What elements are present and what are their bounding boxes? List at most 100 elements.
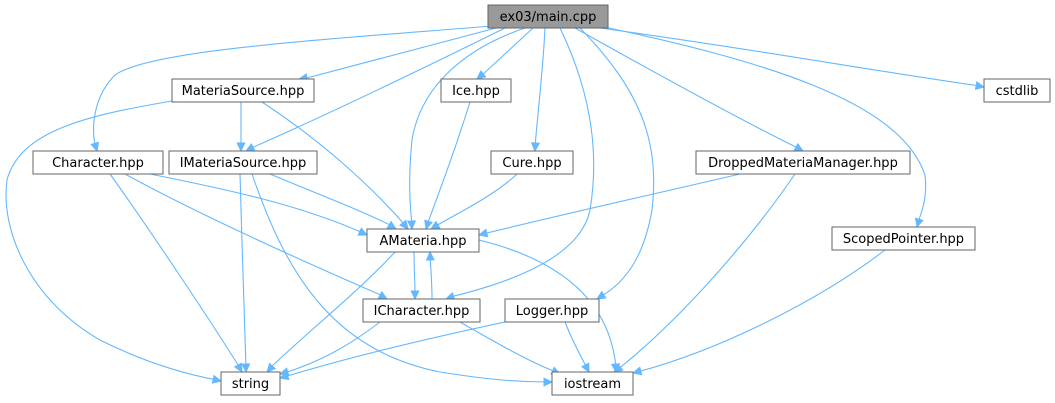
edge-character-to-amateria: [149, 173, 369, 236]
edge-main-to-cstdlib: [599, 27, 986, 90]
node-scoped[interactable]: ScopedPointer.hpp: [831, 226, 976, 251]
edge-line: [599, 27, 981, 87]
arrow-head: [278, 371, 290, 381]
node-amateria[interactable]: AMateria.hpp: [366, 228, 480, 253]
node-label: cstdlib: [996, 84, 1039, 99]
arrow-head: [543, 377, 554, 387]
edge-dropped-to-iostream: [613, 173, 796, 373]
arrow-head: [476, 70, 487, 80]
node-cure[interactable]: Cure.hpp: [490, 150, 574, 175]
arrow-head: [244, 143, 256, 152]
node-label: Logger.hpp: [516, 304, 589, 319]
edge-imateriasource-to-iostream: [251, 173, 554, 387]
node-label: AMateria.hpp: [380, 234, 467, 249]
edge-line: [93, 25, 493, 150]
node-logger[interactable]: Logger.hpp: [504, 298, 600, 323]
edge-logger-to-string: [278, 320, 511, 381]
edge-line: [426, 101, 471, 226]
edge-main-to-logger: [579, 27, 655, 300]
edge-icharacter-to-iostream: [459, 321, 562, 375]
node-box: [490, 150, 574, 175]
edge-materiasource-to-imateriasource: [236, 102, 246, 153]
edge-icharacter-to-amateria: [425, 250, 435, 300]
arrow-head: [357, 227, 369, 236]
edge-line: [433, 173, 518, 228]
node-ice[interactable]: Ice.hpp: [440, 78, 512, 103]
edge-line: [283, 320, 511, 378]
edge-amateria-to-icharacter: [410, 251, 420, 301]
arrow-head: [386, 220, 397, 230]
arrow-head: [266, 362, 277, 373]
edge-character-to-string: [109, 173, 243, 374]
edge-line: [564, 321, 588, 369]
arrow-head: [914, 217, 924, 229]
edge-line: [124, 173, 384, 297]
node-box: [551, 371, 634, 396]
node-main[interactable]: ex03/main.cpp: [487, 4, 609, 29]
edge-line: [5, 100, 218, 381]
node-character[interactable]: Character.hpp: [32, 150, 164, 175]
edge-line: [594, 24, 927, 224]
edge-main-to-scoped: [594, 24, 927, 229]
edge-line: [283, 321, 381, 374]
edge-line: [479, 27, 534, 78]
node-label: Cure.hpp: [502, 156, 561, 171]
edge-line: [413, 251, 416, 296]
node-label: MateriaSource.hpp: [182, 84, 305, 99]
node-box: [831, 226, 976, 251]
node-box: [440, 78, 512, 103]
node-box: [168, 150, 318, 175]
node-label: IMateriaSource.hpp: [180, 156, 307, 171]
edge-line: [534, 27, 546, 148]
node-dropped[interactable]: DroppedMateriaManager.hpp: [695, 150, 911, 175]
node-iostream[interactable]: iostream: [551, 371, 634, 396]
node-string[interactable]: string: [220, 371, 281, 396]
arrow-head: [424, 219, 433, 231]
arrow-head: [399, 219, 409, 230]
edge-line: [449, 27, 595, 298]
edge-ice-to-amateria: [424, 101, 471, 231]
arrow-head: [793, 142, 805, 152]
edge-line: [302, 27, 497, 80]
edge-line: [459, 321, 557, 373]
arrow-head: [211, 374, 223, 384]
node-label: Character.hpp: [52, 156, 144, 171]
node-label: Ice.hpp: [452, 84, 500, 99]
node-box: [171, 78, 315, 103]
node-icharacter[interactable]: ICharacter.hpp: [362, 298, 481, 323]
node-label: ex03/main.cpp: [500, 10, 597, 25]
edge-line: [616, 173, 796, 371]
arrow-head: [236, 142, 246, 153]
node-label: string: [232, 377, 269, 392]
edge-main-to-ice: [476, 27, 534, 80]
edge-main-to-cure: [530, 27, 546, 153]
edge-cure-to-amateria: [430, 173, 518, 230]
node-box: [32, 150, 164, 175]
edge-line: [579, 27, 655, 298]
edge-line: [261, 101, 406, 226]
edge-amateria-to-string: [266, 251, 396, 373]
arrow-head: [581, 362, 590, 374]
node-box: [220, 371, 281, 396]
node-box: [983, 78, 1051, 103]
arrow-head: [596, 290, 607, 300]
node-materiasource[interactable]: MateriaSource.hpp: [171, 78, 315, 103]
edge-amateria-to-iostream: [478, 239, 621, 374]
edge-line: [149, 173, 364, 234]
edge-logger-to-iostream: [564, 321, 590, 374]
node-cstdlib[interactable]: cstdlib: [983, 78, 1051, 103]
edge-imateriasource-to-string: [239, 173, 251, 374]
node-box: [366, 228, 480, 253]
edge-character-to-icharacter: [124, 173, 389, 300]
edge-dropped-to-amateria: [477, 173, 741, 238]
arrow-head: [477, 228, 489, 238]
node-imateriasource[interactable]: IMateriaSource.hpp: [168, 150, 318, 175]
edge-line: [269, 173, 393, 227]
arrow-head: [90, 141, 100, 153]
edge-line: [239, 173, 247, 369]
node-box: [695, 150, 911, 175]
arrow-head: [406, 220, 417, 231]
node-label: ICharacter.hpp: [374, 304, 470, 319]
